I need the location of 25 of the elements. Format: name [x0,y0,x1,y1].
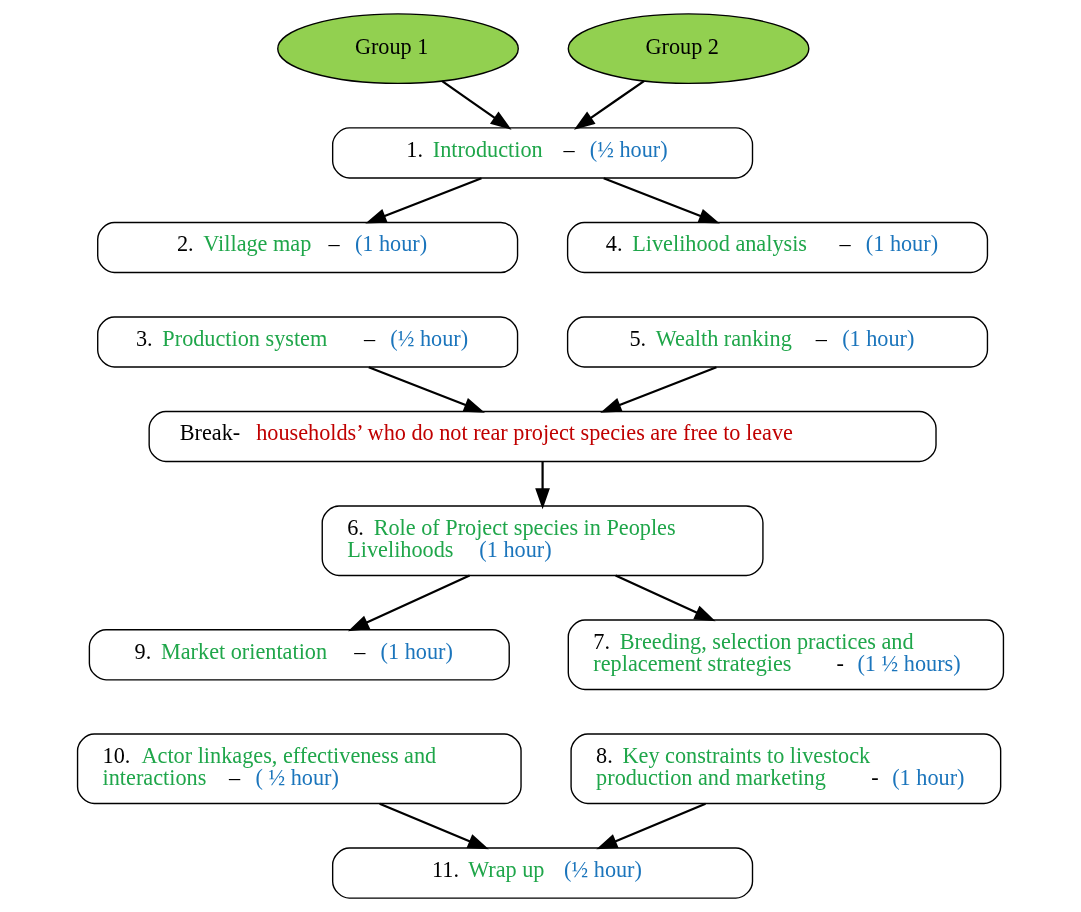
node-box: 1. Introduction – (½ hour) [331,127,754,179]
node-box: Break- households’ who do not rear project species are free to leave [148,410,937,463]
arrow [365,177,482,224]
node-box: 10. Actor linkages, effectiveness and interactions – ( ½ hour) [76,733,522,805]
arrow [347,574,471,632]
arrow [379,802,489,850]
node-ellipse: Group 1 [277,13,519,85]
arrow [368,366,485,413]
arrow [615,574,716,622]
node-box: 2. Village map – (1 hour) [97,221,519,274]
arrow [441,80,512,130]
node-box: 3. Production system – (½ hour) [97,316,519,368]
node-box: 11. Wrap up (½ hour) [331,847,754,899]
node-box: 6. Role of Project species in Peoples Livelihoods (1 hour) [321,505,764,577]
node-ellipse: Group 2 [567,13,810,85]
node-box: 4. Livelihood analysis – (1 hour) [566,221,989,274]
arrow [603,177,720,224]
arrow [535,462,550,510]
node-box: 8. Key constraints to livestock production and marketing - (1 hour) [570,733,1002,805]
arrow [596,802,706,850]
node-box: 7. Breeding, selection practices and replacement strategies - (1 ½ hours) [567,619,1005,691]
arrow [600,366,717,413]
node-box: 9. Market orientation – (1 hour) [88,629,510,681]
arrow [573,80,645,130]
node-box: 5. Wealth ranking – (1 hour) [566,316,989,368]
